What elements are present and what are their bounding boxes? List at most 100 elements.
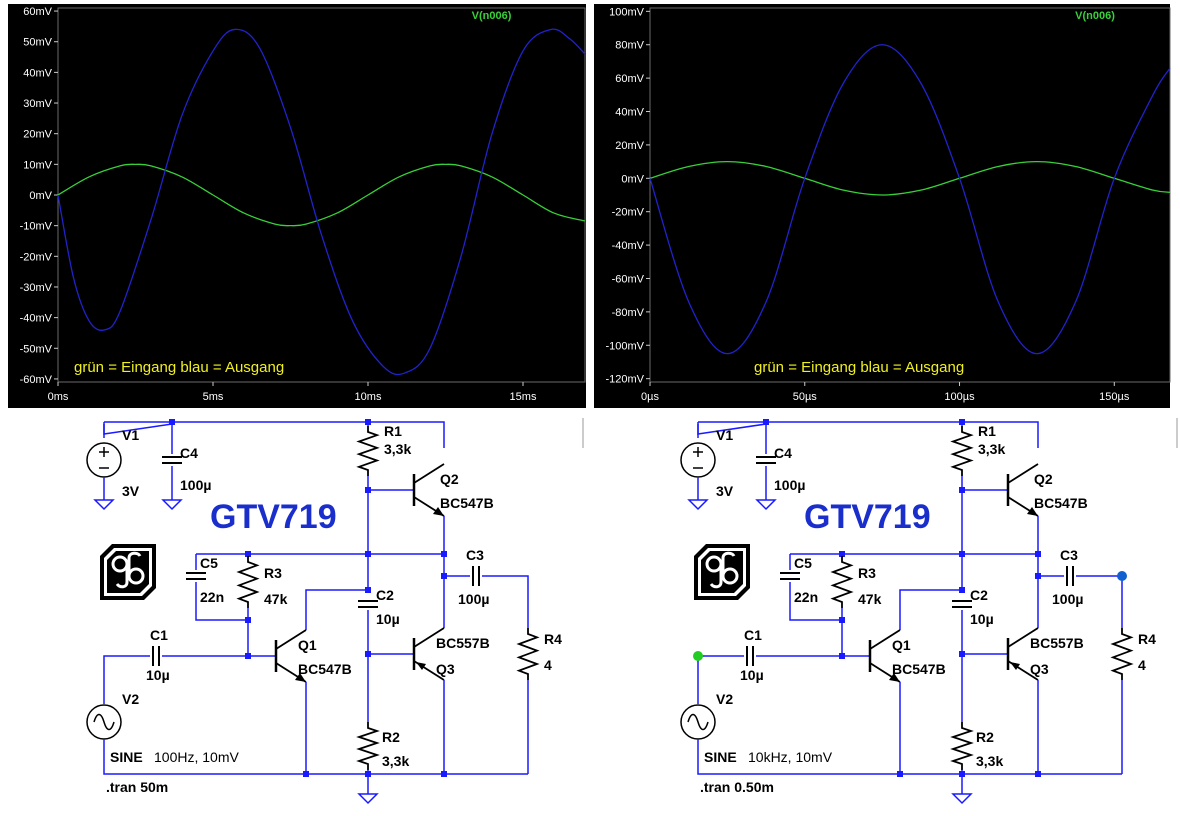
transistor-lead <box>275 629 307 650</box>
transistor-arrow <box>295 673 306 682</box>
plot-area <box>57 7 586 383</box>
junction-dot <box>245 617 251 623</box>
wire <box>789 582 842 621</box>
y-tick-label: 10mV <box>23 159 52 171</box>
q1-value: BC547B <box>298 661 352 677</box>
r2-label: R2 <box>976 729 994 745</box>
r2-label: R2 <box>382 729 400 745</box>
v1-value: 3V <box>716 483 734 499</box>
v2-sine-keyword: SINE <box>110 749 143 765</box>
y-tick-label: -30mV <box>20 282 53 294</box>
y-tick-label: 100mV <box>609 6 645 18</box>
q2-label: Q2 <box>440 471 459 487</box>
r1-value: 3,3k <box>978 441 1005 457</box>
junction-dot <box>245 551 251 557</box>
c4-value: 100µ <box>774 477 805 493</box>
logo-glyph <box>709 564 723 589</box>
r1-value: 3,3k <box>384 441 411 457</box>
waveform-chart-right: 100mV80mV60mV40mV20mV0mV-20mV-40mV-60mV-… <box>594 4 1171 408</box>
y-tick-label: -40mV <box>612 240 645 252</box>
resistor-symbol <box>950 426 974 476</box>
junction-dot <box>365 771 371 777</box>
junction-dot <box>959 771 965 777</box>
y-tick-label: 60mV <box>23 6 52 18</box>
wire <box>195 582 248 621</box>
transistor-lead <box>413 627 445 648</box>
q3-label: Q3 <box>436 661 455 677</box>
legend-note: grün = Eingang blau = Ausgang <box>754 359 964 376</box>
x-tick-label: 5ms <box>203 391 224 403</box>
logo-glyph <box>115 564 129 589</box>
x-tick-label: 15ms <box>510 391 537 403</box>
wire <box>482 575 529 628</box>
logo-glyph <box>127 551 142 576</box>
transistor-lead <box>1007 627 1039 648</box>
schematic-title: GTV719 <box>210 498 337 536</box>
trace-label: V(n006) <box>1075 10 1115 22</box>
ground-symbol <box>357 793 379 805</box>
y-tick-label: 50mV <box>23 37 52 49</box>
resistor-symbol <box>516 628 540 680</box>
c5-label: C5 <box>794 555 812 571</box>
r1-label: R1 <box>384 423 402 439</box>
transistor-lead <box>413 463 445 484</box>
y-tick-label: 20mV <box>23 129 52 141</box>
sine-wave-icon <box>93 713 115 731</box>
wire <box>305 589 368 630</box>
wire <box>698 421 1039 448</box>
input-node-marker <box>693 651 703 661</box>
ground-symbol <box>951 793 973 805</box>
r1-label: R1 <box>978 423 996 439</box>
v2-sine-params: 10kHz, 10mV <box>748 749 833 765</box>
r4-label: R4 <box>1138 631 1156 647</box>
c3-label: C3 <box>466 547 484 563</box>
x-tick-label: 10ms <box>355 391 382 403</box>
y-tick-label: 60mV <box>615 73 644 85</box>
q1-label: Q1 <box>298 637 317 653</box>
legend-note: grün = Eingang blau = Ausgang <box>74 359 284 376</box>
schematic-title: GTV719 <box>804 498 931 536</box>
ground-symbol <box>687 499 709 511</box>
r4-value: 4 <box>1138 657 1146 673</box>
transistor-arrow <box>433 507 444 516</box>
c5-label: C5 <box>200 555 218 571</box>
q3-label: Q3 <box>1030 661 1049 677</box>
r3-value: 47k <box>264 591 288 607</box>
v1-label: V1 <box>122 427 139 443</box>
y-tick-label: -100mV <box>605 340 644 352</box>
c5-value: 22n <box>200 589 224 605</box>
c1-value: 10µ <box>146 667 170 683</box>
v1-value: 3V <box>122 483 140 499</box>
c1-label: C1 <box>150 627 168 643</box>
r2-value: 3,3k <box>976 753 1003 769</box>
r3-label: R3 <box>264 565 282 581</box>
c2-value: 10µ <box>376 611 400 627</box>
output-node-marker <box>1117 571 1127 581</box>
resistor-symbol <box>356 722 380 770</box>
q3-value: BC557B <box>436 635 490 651</box>
c3-label: C3 <box>1060 547 1078 563</box>
r4-label: R4 <box>544 631 562 647</box>
r4-value: 4 <box>544 657 552 673</box>
y-tick-label: 30mV <box>23 98 52 110</box>
r3-value: 47k <box>858 591 882 607</box>
v1-label: V1 <box>716 427 733 443</box>
x-tick-label: 0µs <box>641 391 659 403</box>
q1-label: Q1 <box>892 637 911 653</box>
q2-value: BC547B <box>1034 495 1088 511</box>
c4-value: 100µ <box>180 477 211 493</box>
v2-sine-params: 100Hz, 10mV <box>154 749 239 765</box>
series-line-output <box>649 44 1171 355</box>
y-tick-label: 20mV <box>615 140 644 152</box>
tran-directive: .tran 0.50m <box>700 779 774 795</box>
y-tick-label: 0mV <box>621 173 644 185</box>
y-tick-label: 40mV <box>23 67 52 79</box>
transistor-arrow <box>1027 507 1038 516</box>
q2-label: Q2 <box>1034 471 1053 487</box>
gtv-logo <box>100 544 156 600</box>
c5-value: 22n <box>794 589 818 605</box>
resistor-symbol <box>356 426 380 476</box>
gtv-logo <box>694 544 750 600</box>
resistor-symbol <box>830 556 854 608</box>
